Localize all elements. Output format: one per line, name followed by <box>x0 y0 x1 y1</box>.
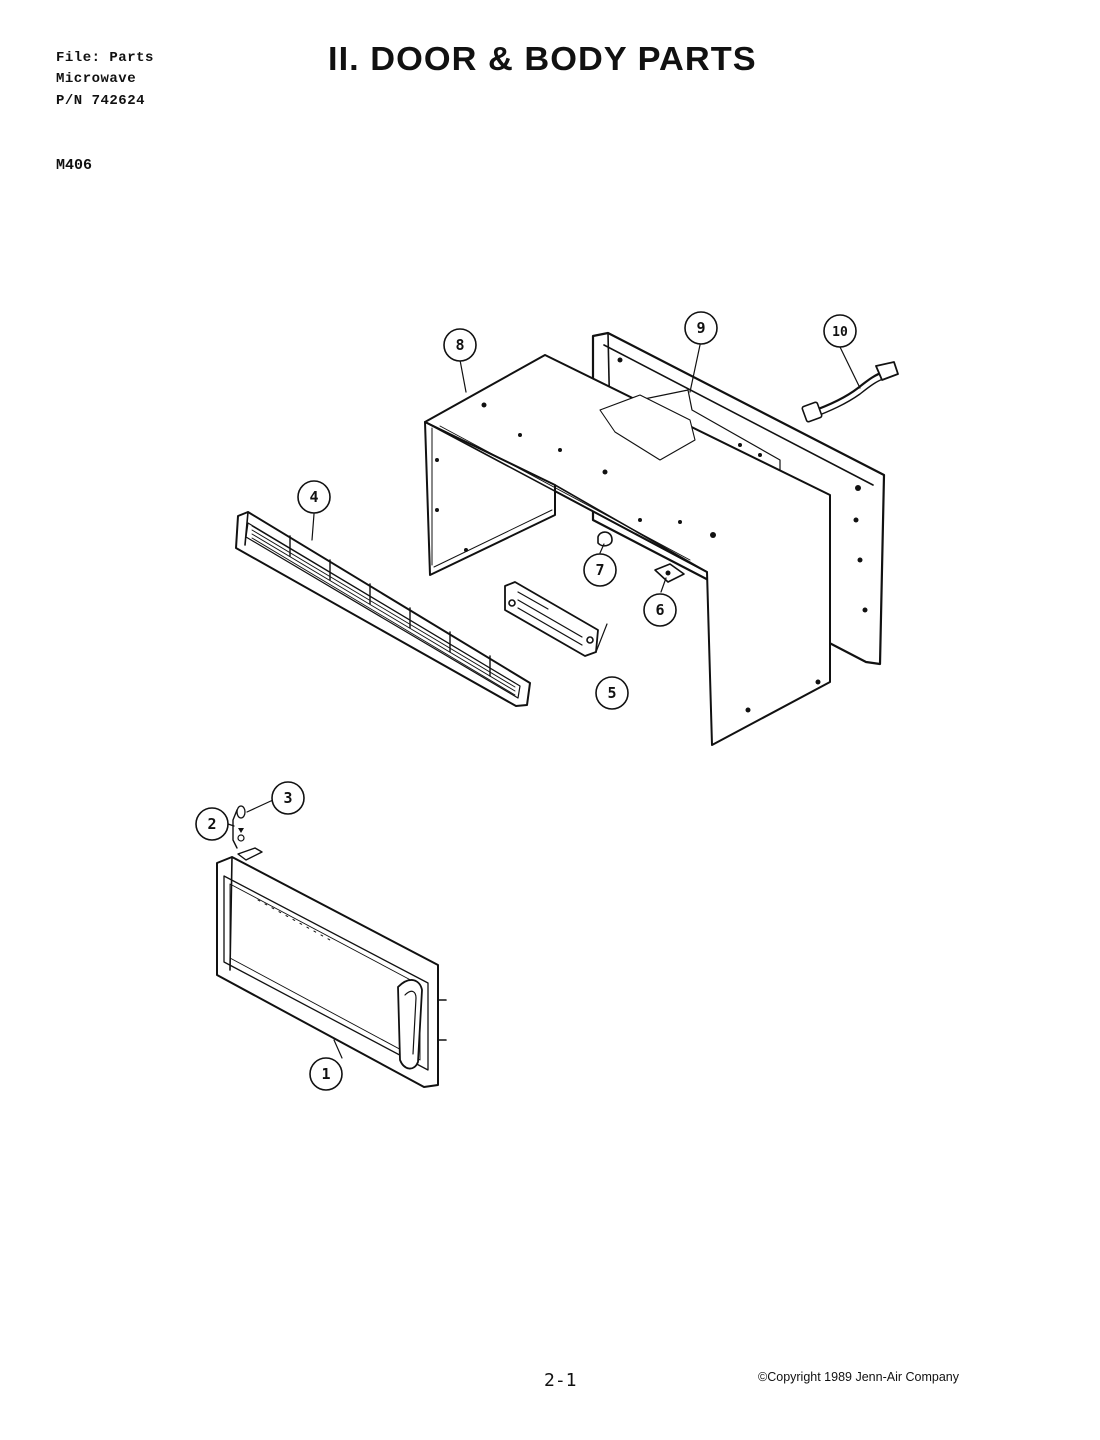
callout-label: 8 <box>455 336 464 354</box>
bracket-part <box>654 563 685 583</box>
callout-4: 4 <box>297 480 331 514</box>
callout-1: 1 <box>309 1057 343 1091</box>
outer-case-part <box>424 354 831 746</box>
page-number: 2-1 <box>544 1370 577 1391</box>
leader-lines <box>227 344 861 1059</box>
callout-7: 7 <box>583 553 617 587</box>
callout-label: 5 <box>607 684 616 702</box>
vent-plate-part <box>504 581 599 657</box>
callout-6: 6 <box>643 593 677 627</box>
callout-9: 9 <box>684 311 718 345</box>
header-product-line: Microwave <box>56 71 137 87</box>
callout-10: 10 <box>823 314 857 348</box>
hinge-assembly-part <box>232 805 246 849</box>
door-part <box>216 847 447 1088</box>
callout-label: 1 <box>321 1065 330 1083</box>
power-cord-part <box>801 361 899 423</box>
copyright-notice: ©Copyright 1989 Jenn-Air Company <box>758 1370 959 1384</box>
callout-2: 2 <box>195 807 229 841</box>
callout-8: 8 <box>443 328 477 362</box>
header-file-line: File: Parts <box>56 50 154 66</box>
page-title: II. DOOR & BODY PARTS <box>328 40 757 77</box>
callout-label: 3 <box>283 789 292 807</box>
callout-label: 2 <box>207 815 216 833</box>
header-part-number: P/N 742624 <box>56 93 146 109</box>
callout-label: 4 <box>309 488 318 506</box>
callout-label: 9 <box>696 319 705 337</box>
model-number: M406 <box>56 157 93 174</box>
clip-part <box>597 531 613 547</box>
grille-part <box>235 511 531 707</box>
callout-label: 7 <box>595 561 604 579</box>
callout-5: 5 <box>595 676 629 710</box>
callout-3: 3 <box>271 781 305 815</box>
callout-label: 6 <box>655 601 664 619</box>
callout-label: 10 <box>832 325 848 340</box>
